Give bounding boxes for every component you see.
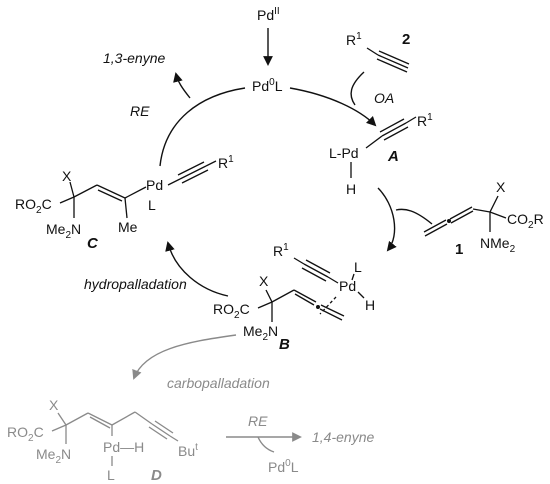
pd-ii-label: PdII (257, 6, 280, 23)
svg-text:X: X (259, 273, 269, 289)
svg-text:hydropalladation: hydropalladation (84, 276, 187, 292)
re-arrow-bottom: RE 1,4-enyne Pd0L (226, 413, 374, 475)
svg-text:Pd: Pd (339, 278, 356, 294)
svg-text:R1: R1 (218, 154, 234, 171)
svg-text:R1: R1 (346, 31, 362, 48)
svg-text:D: D (151, 467, 162, 484)
intermediate-d: RO2C X Me2N But Pd—H L D (7, 397, 198, 484)
hydropalladation-arrow: hydropalladation (84, 241, 229, 297)
svg-text:RO2C: RO2C (15, 196, 52, 216)
intermediate-c: RO2C X Me2N Me Pd L R1 C (15, 154, 234, 252)
intermediate-b: R1 Pd L H RO2C X Me2N B (213, 242, 375, 353)
alkyne-2: R1 2 (346, 31, 410, 73)
svg-text:2: 2 (402, 31, 410, 48)
insertion-arrow (377, 187, 433, 252)
svg-text:1: 1 (455, 241, 463, 258)
svg-text:RO2C: RO2C (213, 301, 250, 321)
allene-1: X CO2R NMe2 1 (423, 179, 544, 258)
svg-text:L-Pd: L-Pd (329, 145, 359, 161)
svg-text:R1: R1 (273, 242, 289, 259)
svg-text:PdII: PdII (257, 6, 280, 23)
svg-text:H: H (346, 181, 356, 197)
svg-text:X: X (496, 179, 506, 195)
svg-text:Pd—H: Pd—H (103, 439, 144, 455)
svg-text:1,3-enyne: 1,3-enyne (103, 50, 165, 66)
svg-text:RE: RE (130, 103, 150, 119)
svg-text:H: H (365, 297, 375, 313)
svg-text:NMe2: NMe2 (480, 235, 516, 255)
svg-text:OA: OA (374, 90, 394, 106)
svg-text:X: X (62, 168, 72, 184)
svg-text:L: L (148, 197, 156, 213)
enyne-13-product: 1,3-enyne (103, 50, 165, 66)
svg-text:R1: R1 (417, 112, 433, 129)
pd0l-catalyst: Pd0L (252, 77, 283, 94)
svg-text:Me2N: Me2N (46, 221, 81, 241)
intermediate-a: L-Pd R1 H A (329, 112, 433, 197)
svg-text:Me2N: Me2N (243, 323, 278, 343)
svg-text:Pd0L: Pd0L (268, 458, 299, 475)
svg-text:A: A (387, 148, 399, 165)
svg-text:Me2N: Me2N (36, 446, 71, 466)
svg-text:Pd0L: Pd0L (252, 77, 283, 94)
re-arrow-top: RE (130, 72, 246, 167)
svg-text:L: L (107, 467, 115, 483)
svg-text:B: B (279, 336, 290, 353)
svg-text:1,4-enyne: 1,4-enyne (312, 429, 374, 445)
svg-text:Me: Me (118, 219, 138, 235)
svg-text:RE: RE (248, 413, 268, 429)
svg-text:C: C (87, 235, 99, 252)
svg-text:RO2C: RO2C (7, 424, 44, 444)
svg-text:carbopalladation: carbopalladation (167, 375, 270, 391)
svg-text:L: L (354, 259, 362, 275)
carbopalladation-arrow: carbopalladation (132, 334, 270, 391)
svg-text:But: But (178, 442, 198, 459)
oa-arrow: OA (289, 71, 394, 127)
svg-text:CO2R: CO2R (507, 211, 544, 231)
svg-text:Pd: Pd (146, 177, 163, 193)
svg-text:X: X (49, 397, 59, 413)
